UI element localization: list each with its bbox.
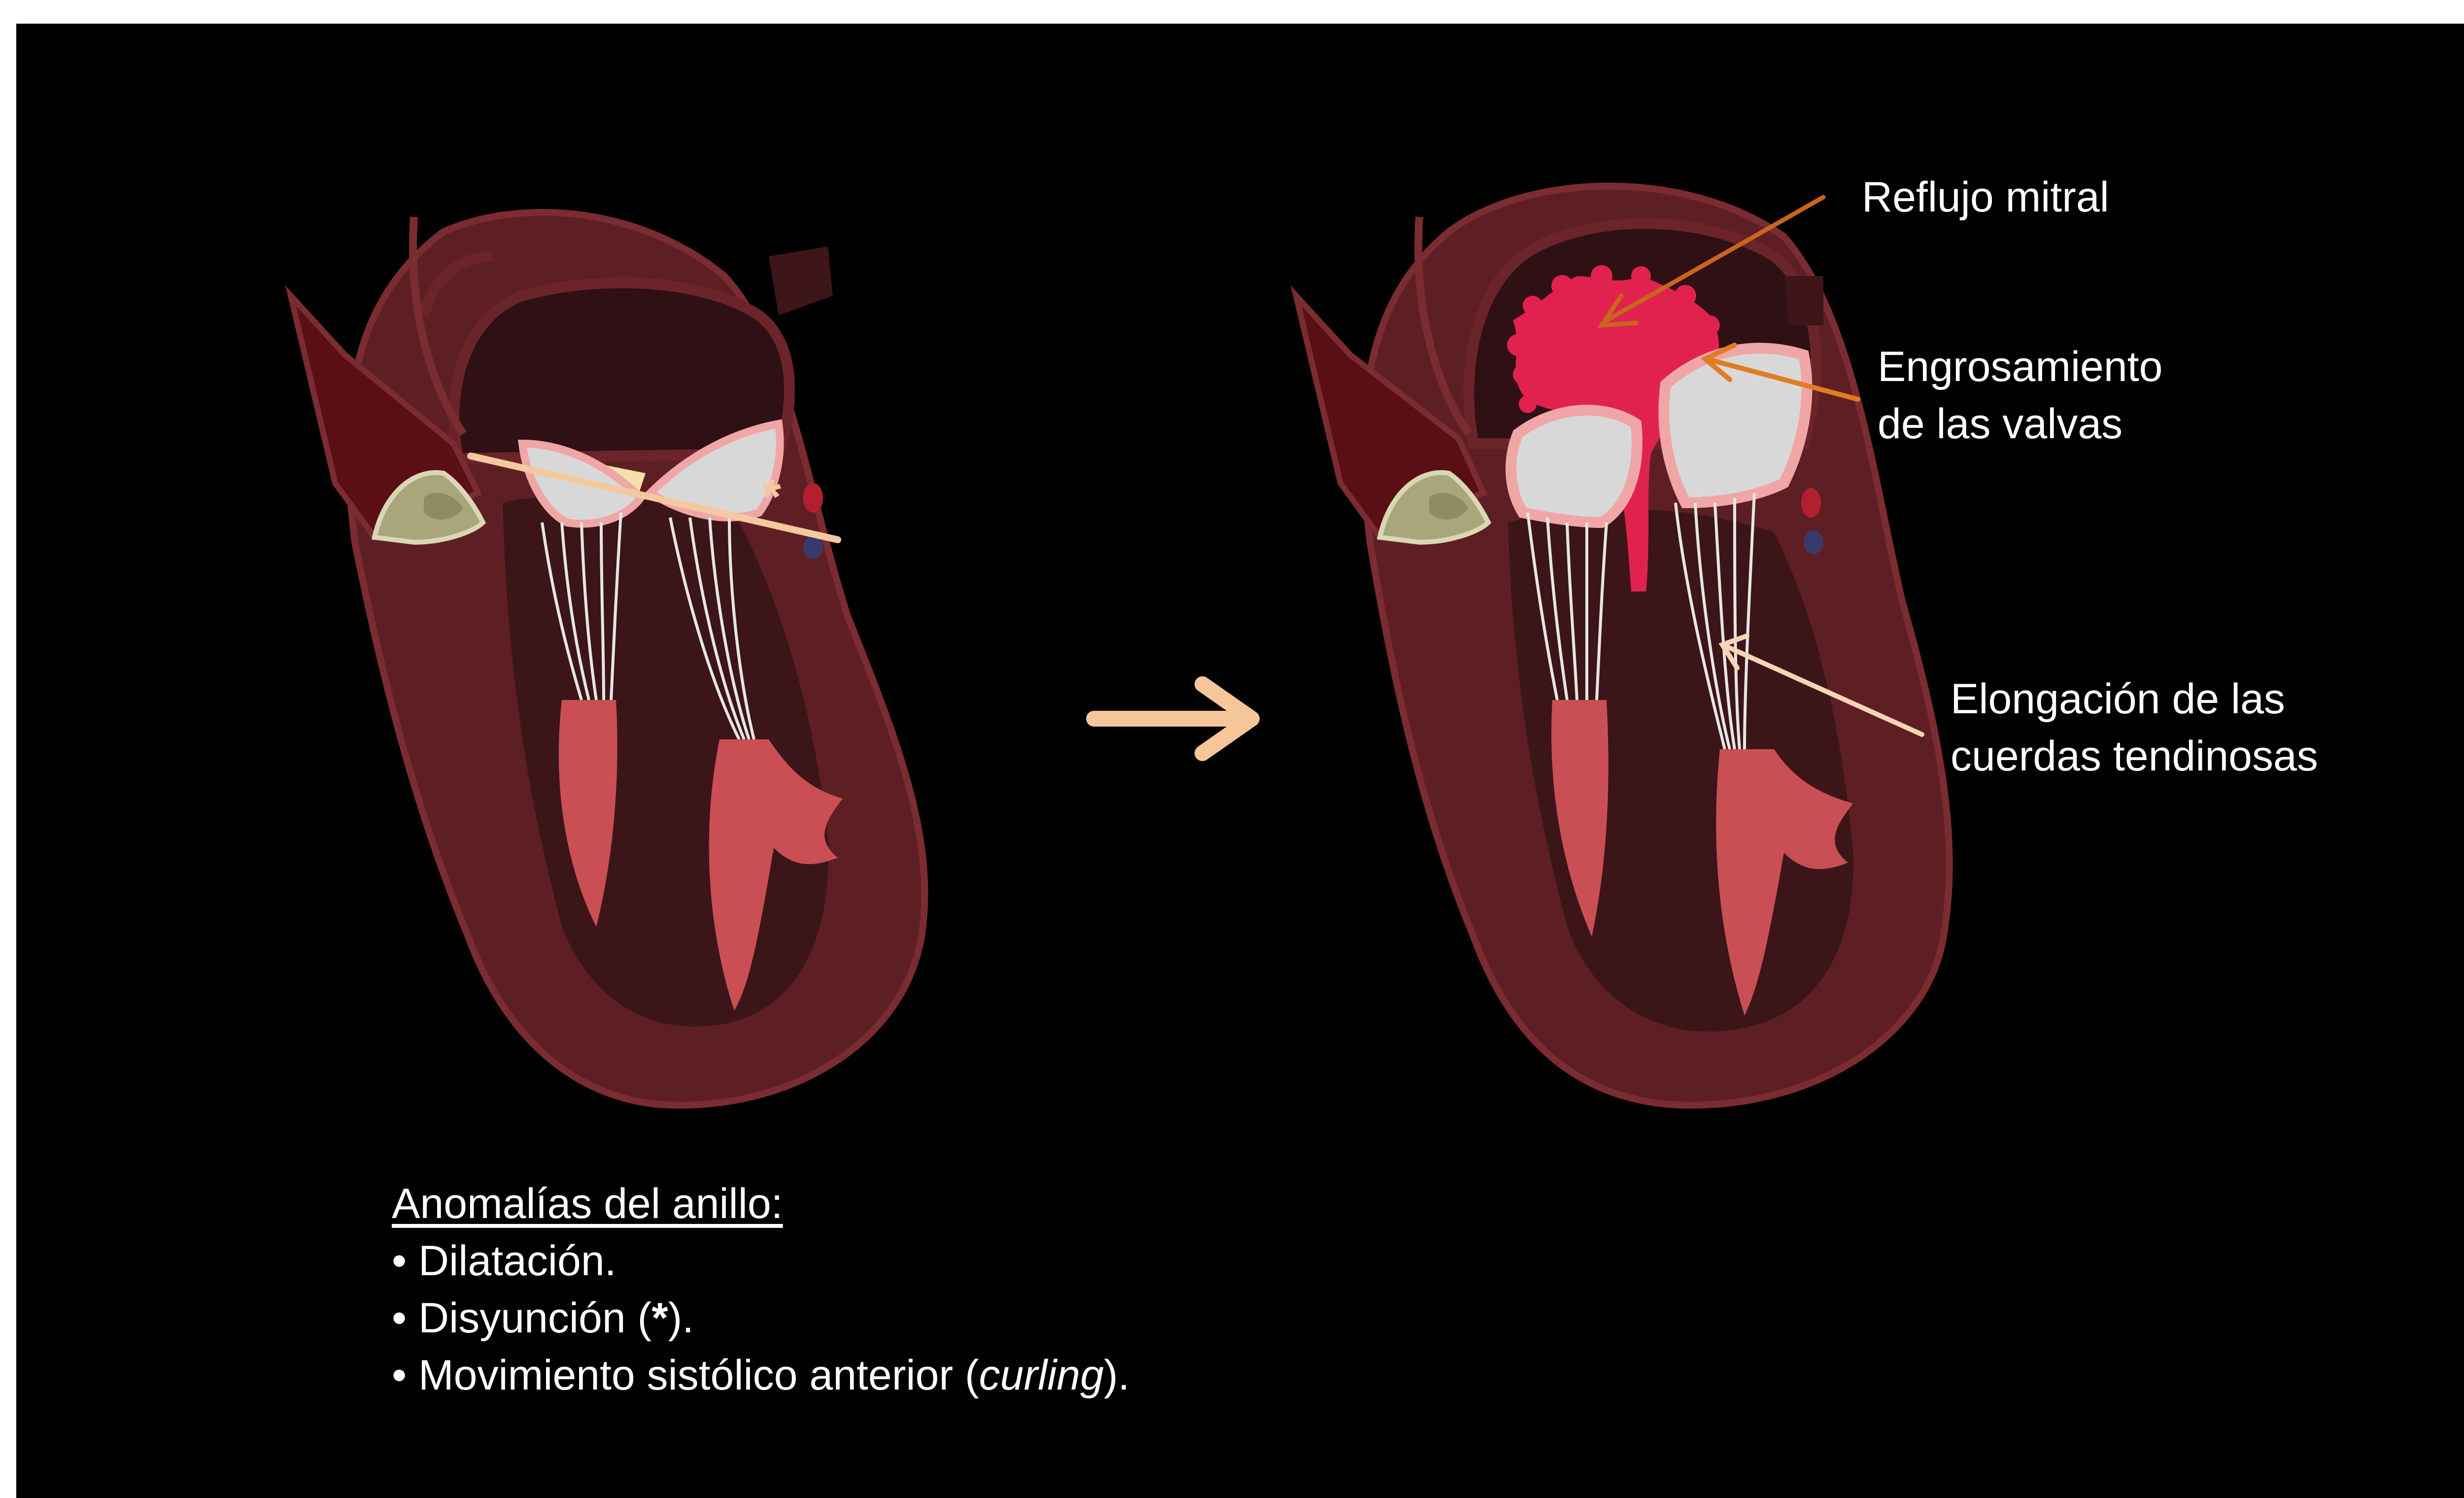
notes-item-dilatation: • Dilatación. — [392, 1232, 1129, 1289]
left-coronary-red — [803, 483, 823, 513]
bullet-mark: • — [392, 1352, 407, 1399]
notes-item-sam: • Movimiento sistólico anterior (curling… — [392, 1347, 1129, 1404]
bullet-mark: • — [392, 1294, 407, 1342]
notes-item-disjunction-text: Disyunción ( — [418, 1294, 651, 1342]
right-coronary-red — [1801, 488, 1821, 518]
notes-heading: Anomalías del anillo: — [392, 1175, 1129, 1232]
notes-item-sam-text: Movimiento sistólico anterior ( — [418, 1352, 979, 1399]
notes-item-disjunction-close: ). — [668, 1294, 694, 1342]
annulus-anomalies-notes: Anomalías del anillo: • Dilatación. • Di… — [392, 1175, 1129, 1404]
label-chordae-elongation-line1: Elongación de las — [1951, 670, 2285, 728]
notes-item-sam-close: ). — [1104, 1352, 1130, 1399]
pulmonary-vein — [769, 246, 833, 315]
notes-item-disjunction-star: * — [651, 1294, 668, 1342]
right-posterior-leaflet — [1664, 348, 1807, 503]
notes-item-sam-curling: curling — [979, 1352, 1104, 1399]
notes-item-dilatation-text: Dilatación. — [418, 1237, 616, 1285]
disjunction-asterisk: * — [762, 468, 781, 525]
right-pulmonary-vein — [1784, 276, 1823, 325]
right-coronary-blue — [1804, 530, 1823, 554]
right-anterior-leaflet — [1511, 410, 1637, 523]
bullet-mark: • — [392, 1237, 407, 1285]
left-heart — [291, 212, 924, 1105]
transition-arrow — [1094, 684, 1252, 753]
label-leaflet-thickening-line1: Engrosamiento — [1878, 338, 2162, 395]
notes-item-disjunction: • Disyunción (*). — [392, 1289, 1129, 1347]
label-leaflet-thickening-line2: de las valvas — [1878, 395, 2122, 453]
label-mitral-reflux: Reflujo mitral — [1862, 169, 2109, 226]
label-chordae-elongation-line2: cuerdas tendinosas — [1951, 728, 2318, 785]
